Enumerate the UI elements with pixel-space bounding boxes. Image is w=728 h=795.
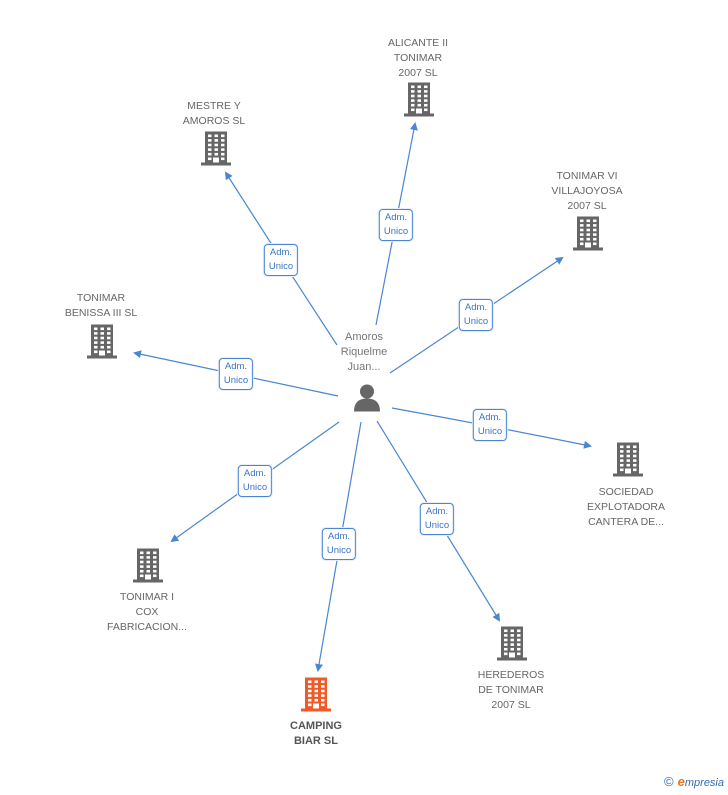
building-icon[interactable] bbox=[497, 626, 527, 666]
role-line: Unico bbox=[424, 520, 450, 531]
role-badge: Adm. Unico bbox=[237, 465, 273, 497]
company-name[interactable]: SOCIEDAD EXPLOTADORA CANTERA DE... bbox=[587, 486, 665, 528]
role-badge: Adm. Unico bbox=[458, 299, 494, 331]
company-name[interactable]: CAMPING BIAR SL bbox=[290, 720, 342, 747]
company-name[interactable]: TONIMAR VI VILLAJOYOSA 2007 SL bbox=[551, 170, 623, 212]
role-line: Adm. bbox=[243, 468, 267, 479]
role-line: Adm. bbox=[224, 361, 248, 372]
role-line: Adm. bbox=[425, 506, 449, 517]
building-icon[interactable] bbox=[201, 131, 231, 171]
role-line: Unico bbox=[223, 375, 249, 386]
role-line: Adm. bbox=[269, 247, 293, 258]
empresia-footer[interactable]: ©empresia bbox=[664, 774, 724, 789]
role-line: Unico bbox=[268, 261, 294, 272]
building-icon[interactable] bbox=[573, 216, 603, 256]
brand-name: mpresia bbox=[684, 777, 724, 789]
role-badge: Adm. Unico bbox=[378, 209, 414, 241]
role-badge: Adm. Unico bbox=[472, 409, 508, 441]
building-icon[interactable] bbox=[613, 442, 643, 482]
person-icon[interactable] bbox=[352, 383, 382, 418]
company-name[interactable]: ALICANTE II TONIMAR 2007 SL bbox=[387, 37, 449, 79]
person-name[interactable]: Amoros Riquelme Juan... bbox=[340, 331, 388, 373]
role-badge: Adm. Unico bbox=[218, 358, 254, 390]
role-line: Adm. bbox=[384, 212, 408, 223]
role-badge: Adm. Unico bbox=[263, 244, 299, 276]
role-line: Unico bbox=[477, 426, 503, 437]
role-line: Unico bbox=[242, 482, 268, 493]
building-icon[interactable] bbox=[133, 548, 163, 588]
role-line: Adm. bbox=[478, 412, 502, 423]
company-name[interactable]: HEREDEROS DE TONIMAR 2007 SL bbox=[477, 669, 545, 711]
role-line: Unico bbox=[463, 316, 489, 327]
company-name[interactable]: TONIMAR I COX FABRICACION... bbox=[107, 591, 187, 633]
brand-initial: e bbox=[677, 774, 685, 789]
building-icon[interactable] bbox=[404, 82, 434, 122]
building-icon[interactable] bbox=[87, 324, 117, 364]
copyright-symbol: © bbox=[664, 774, 674, 789]
role-line: Unico bbox=[326, 545, 352, 556]
company-name[interactable]: TONIMAR BENISSA III SL bbox=[64, 292, 138, 319]
role-line: Adm. bbox=[464, 302, 488, 313]
role-badge: Adm. Unico bbox=[321, 528, 357, 560]
role-line: Adm. bbox=[327, 531, 351, 542]
building-icon[interactable] bbox=[301, 677, 331, 717]
company-name[interactable]: MESTRE Y AMOROS SL bbox=[182, 100, 246, 127]
role-badge: Adm. Unico bbox=[419, 503, 455, 535]
role-line: Unico bbox=[383, 226, 409, 237]
